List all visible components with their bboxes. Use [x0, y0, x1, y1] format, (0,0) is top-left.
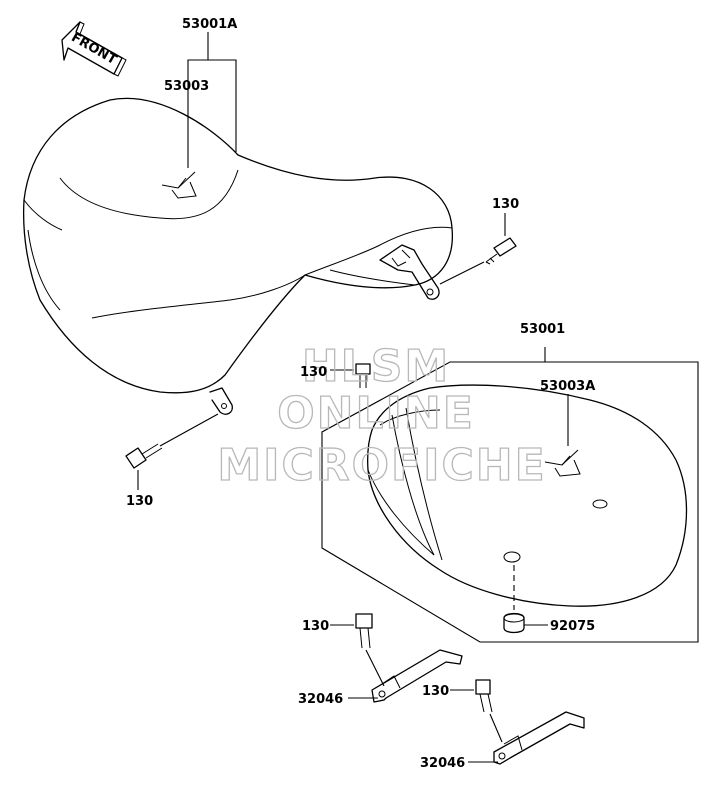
rear-seat	[366, 384, 688, 634]
leader-53001a	[187, 32, 237, 168]
bolt-icon	[125, 413, 219, 490]
front-arrow-icon: FRONT	[61, 21, 127, 77]
watermark-line1: HLSM	[302, 341, 450, 392]
rear-seat-assembly-frame	[321, 361, 699, 643]
watermark-line2: ONLINE	[277, 388, 475, 439]
label-53001: 53001	[520, 322, 565, 337]
bolt-icon	[330, 363, 371, 388]
label-130-left: 130	[126, 494, 153, 509]
label-130-lower: 130	[302, 619, 329, 634]
watermark-line3: MICROFICHE	[217, 440, 546, 491]
bracket-lower	[468, 711, 585, 765]
bolt-icon	[439, 213, 517, 285]
label-130-middle: 130	[300, 365, 327, 380]
label-32046-upper: 32046	[298, 692, 343, 707]
label-130-lowest: 130	[422, 684, 449, 699]
front-seat	[23, 97, 454, 415]
label-92075: 92075	[550, 619, 595, 634]
label-32046-lower: 32046	[420, 756, 465, 771]
bolt-icon	[450, 679, 503, 743]
label-53001a: 53001A	[182, 17, 237, 32]
label-53003a: 53003A	[540, 379, 595, 394]
label-53003: 53003	[164, 79, 209, 94]
label-130-top-right: 130	[492, 197, 519, 212]
bolt-icon	[330, 613, 385, 687]
bracket-upper	[348, 649, 463, 703]
